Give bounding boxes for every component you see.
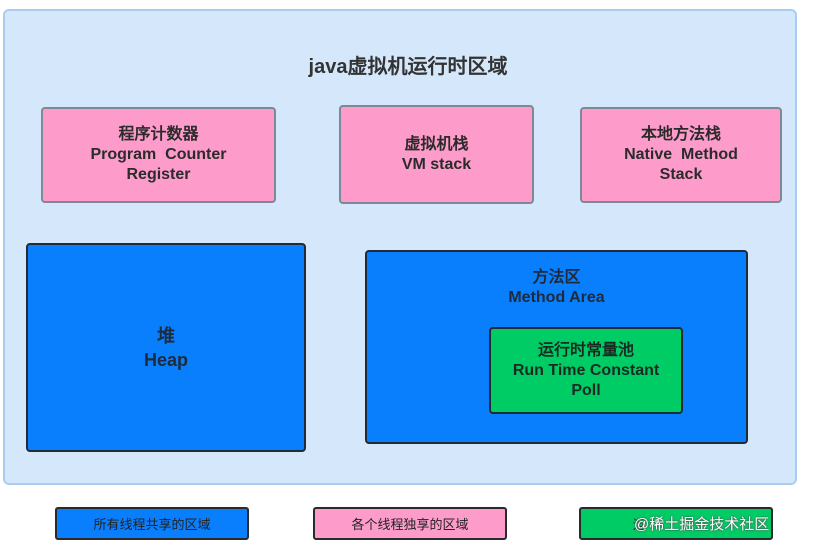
runtime-constant-pool-box: 运行时常量池 Run Time Constant Poll	[489, 327, 683, 414]
legend-private: 各个线程独享的区域	[313, 507, 507, 540]
legend-constant-pool: 运	[579, 507, 773, 540]
program-counter-zh: 程序计数器	[118, 126, 199, 143]
legend-shared: 所有线程共享的区域	[55, 507, 249, 540]
constant-pool-en-line1: Run Time Constant	[512, 361, 660, 379]
constant-pool-en-line2: Poll	[571, 381, 601, 399]
heap-en: Heap	[143, 349, 188, 370]
vm-stack-box: 虚拟机栈 VM stack	[339, 105, 534, 204]
legend-private-label: 各个线程独享的区域	[351, 517, 469, 532]
method-area-zh: 方法区	[532, 269, 581, 286]
vm-stack-zh: 虚拟机栈	[404, 135, 469, 153]
heap-box: 堆 Heap	[26, 243, 306, 452]
program-counter-en-line1: Program Counter	[90, 146, 227, 163]
native-stack-en-line2: Stack	[659, 166, 703, 183]
heap-zh: 堆	[157, 325, 175, 346]
watermark: @稀土掘金技术社区	[634, 516, 770, 533]
native-stack-zh: 本地方法栈	[640, 126, 721, 143]
native-method-stack-box: 本地方法栈 Native Method Stack	[580, 107, 782, 203]
vm-stack-en: VM stack	[401, 155, 472, 173]
method-area-en: Method Area	[508, 289, 605, 306]
legend-shared-label: 所有线程共享的区域	[93, 517, 211, 532]
constant-pool-zh: 运行时常量池	[537, 341, 634, 359]
program-counter-box: 程序计数器 Program Counter Register	[41, 107, 276, 203]
native-stack-en-line1: Native Method	[624, 146, 738, 163]
legend-constant-pool-label: 运	[633, 517, 647, 532]
program-counter-en-line2: Register	[126, 166, 191, 183]
diagram-title: java虚拟机运行时区域	[308, 56, 508, 78]
